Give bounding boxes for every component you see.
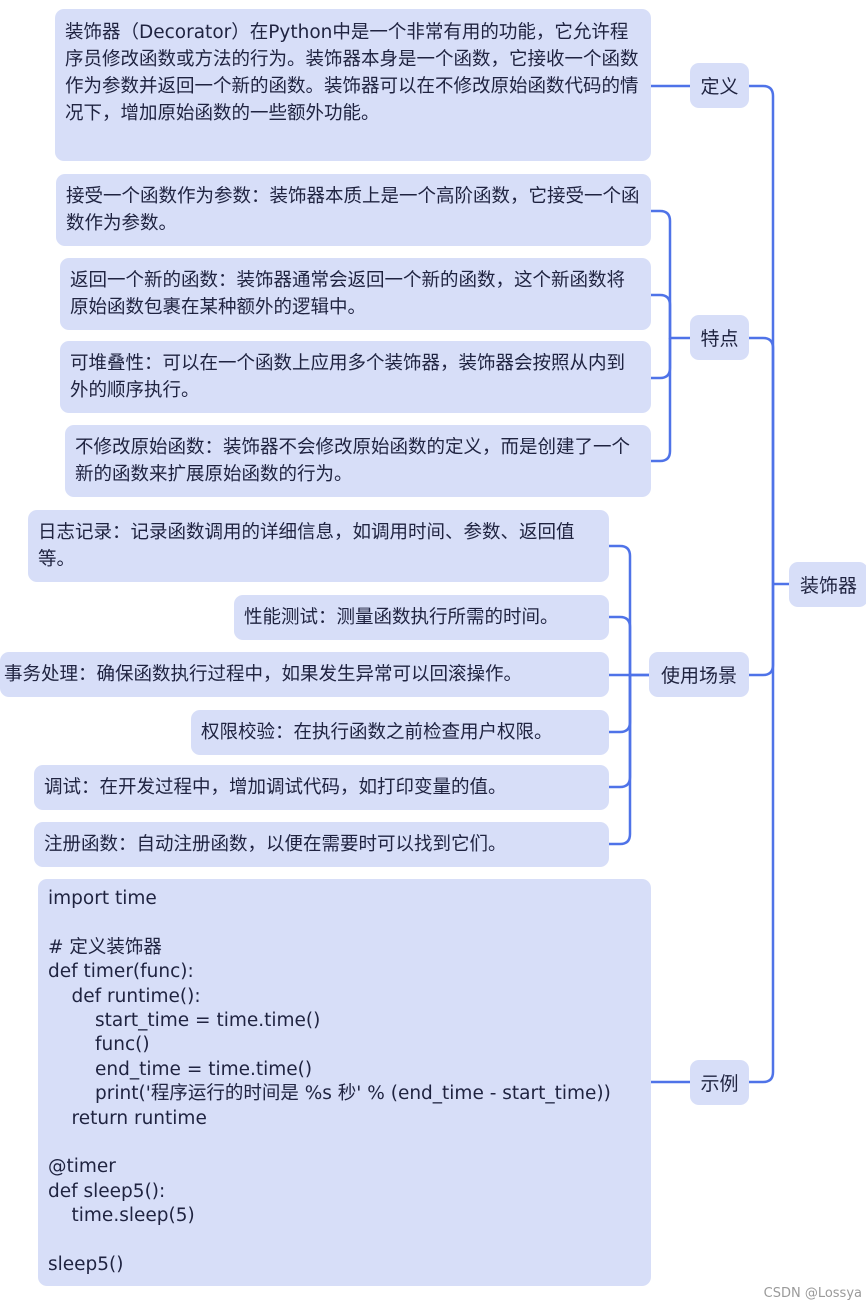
feature-item: 不修改原始函数：装饰器不会修改原始函数的定义，而是创建了一个新的函数来扩展原始函… bbox=[65, 425, 651, 497]
code-line: func() bbox=[48, 1034, 150, 1056]
branch-usecases[interactable]: 使用场景 bbox=[649, 652, 749, 697]
feature-item: 接受一个函数作为参数：装饰器本质上是一个高阶函数，它接受一个函数作为参数。 bbox=[56, 174, 651, 246]
link-root-definition bbox=[749, 84, 775, 584]
link-root-features bbox=[749, 336, 775, 584]
code-line: start_time = time.time() bbox=[48, 1009, 321, 1031]
definition-text: 装饰器（Decorator）在Python中是一个非常有用的功能，它允许程序员修… bbox=[55, 9, 651, 161]
example-code-block: import time # 定义装饰器 def timer(func): def r… bbox=[38, 879, 651, 1286]
link-features-2 bbox=[651, 293, 672, 338]
code-line bbox=[48, 1131, 641, 1155]
watermark: CSDN @Lossya bbox=[763, 1286, 862, 1301]
link-root-example bbox=[749, 584, 775, 1084]
code-line: def runtime(): bbox=[48, 985, 201, 1007]
code-line: def timer(func): bbox=[48, 961, 194, 983]
feature-item: 返回一个新的函数：装饰器通常会返回一个新的函数，这个新函数将原始函数包裹在某种额… bbox=[60, 258, 651, 330]
link-usecase-1 bbox=[609, 544, 649, 677]
link-features-4 bbox=[651, 338, 672, 463]
code-line: print('程序运行的时间是 %s 秒' % (end_time - star… bbox=[48, 1083, 611, 1105]
usecase-item: 权限校验：在执行函数之前检查用户权限。 bbox=[191, 710, 609, 755]
branch-example[interactable]: 示例 bbox=[690, 1060, 749, 1105]
usecase-item: 事务处理：确保函数执行过程中，如果发生异常可以回滚操作。 bbox=[0, 652, 609, 697]
link-features-1 bbox=[651, 209, 690, 340]
link-root-usecases bbox=[749, 584, 775, 677]
branch-definition[interactable]: 定义 bbox=[690, 63, 749, 108]
branch-features[interactable]: 特点 bbox=[690, 315, 749, 360]
code-line: time.sleep(5) bbox=[48, 1205, 195, 1227]
code-line: end_time = time.time() bbox=[48, 1058, 313, 1080]
usecase-item: 注册函数：自动注册函数，以便在需要时可以找到它们。 bbox=[34, 822, 609, 867]
code-line bbox=[48, 1228, 641, 1252]
usecase-item: 性能测试：测量函数执行所需的时间。 bbox=[234, 595, 609, 640]
code-line: import time bbox=[48, 888, 157, 909]
code-line: return runtime bbox=[48, 1107, 207, 1129]
code-line: # 定义装饰器 bbox=[48, 936, 162, 958]
code-line bbox=[48, 911, 641, 935]
link-features-3 bbox=[651, 338, 672, 380]
link-usecase-6 bbox=[609, 675, 632, 846]
link-usecase-2 bbox=[609, 615, 632, 675]
code-line: sleep5() bbox=[48, 1253, 124, 1275]
link-usecase-4 bbox=[609, 675, 632, 734]
root-node[interactable]: 装饰器 bbox=[789, 562, 866, 607]
code-line: def sleep5(): bbox=[48, 1180, 166, 1202]
feature-item: 可堆叠性：可以在一个函数上应用多个装饰器，装饰器会按照从内到外的顺序执行。 bbox=[60, 341, 651, 413]
usecase-item: 日志记录：记录函数调用的详细信息，如调用时间、参数、返回值等。 bbox=[28, 510, 609, 582]
code-line: @timer bbox=[48, 1156, 116, 1178]
usecase-item: 调试：在开发过程中，增加调试代码，如打印变量的值。 bbox=[34, 765, 609, 810]
